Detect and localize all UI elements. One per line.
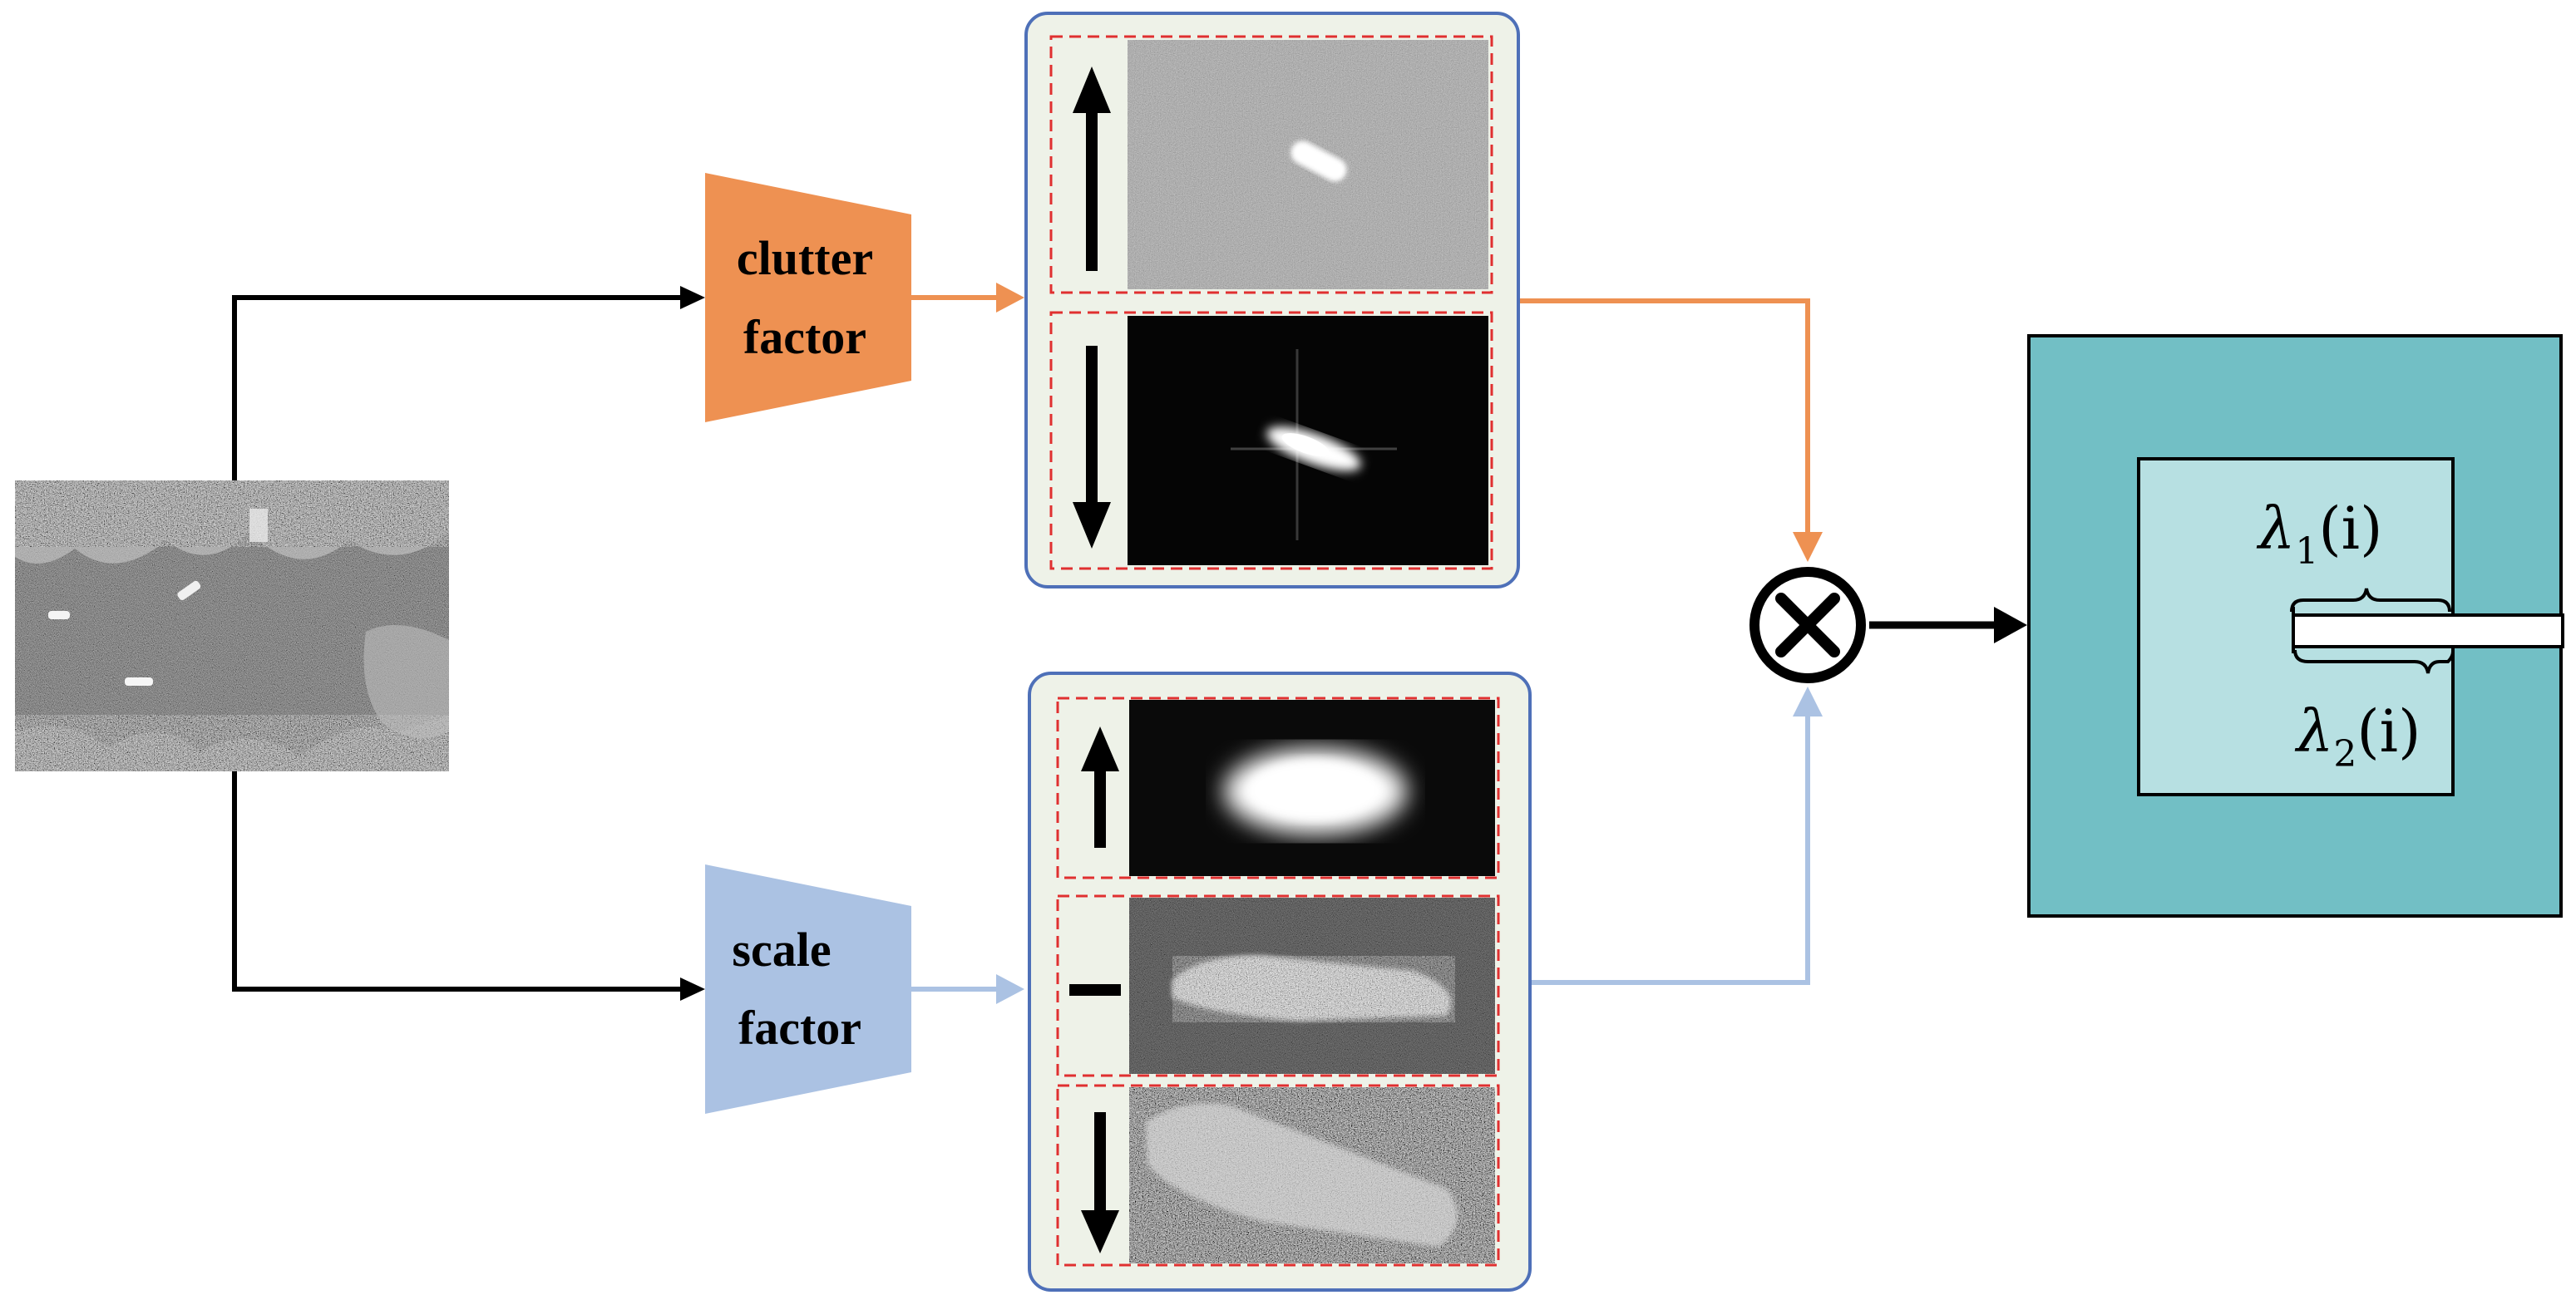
multiply-icon (1749, 567, 1866, 683)
clutter-panel (1024, 12, 1520, 588)
scale-row-up (1056, 697, 1500, 879)
arrow-up-icon (1081, 726, 1119, 848)
arrow-down-icon (1073, 346, 1111, 549)
scale-factor-label-line2: factor (738, 1001, 861, 1055)
lambda-1-label: λ1(i) (2256, 495, 2382, 573)
clutter-row-down (1049, 311, 1493, 570)
scale-factor-module: scale factor (705, 864, 911, 1114)
scale-panel (1028, 672, 1532, 1292)
connectors (232, 283, 2027, 1004)
arrow-down-icon (1081, 1112, 1119, 1253)
arrow-up-icon (1073, 66, 1111, 271)
clutter-factor-label-line2: factor (743, 310, 866, 364)
result-box: λ1(i) λ2(i) (2027, 334, 2564, 918)
sar-patch-ship (1129, 898, 1495, 1074)
clutter-factor-label-line1: clutter (737, 231, 873, 285)
clutter-factor-module: clutter factor (705, 173, 911, 422)
sar-patch-large (1129, 1087, 1495, 1263)
clutter-row-up (1049, 35, 1493, 294)
scale-factor-label-line1: scale (732, 923, 831, 977)
sar-input-image (15, 480, 449, 771)
sar-patch-blob (1129, 700, 1495, 876)
sar-patch-gray (1128, 40, 1488, 289)
dash-icon (1069, 984, 1121, 996)
lambda-2-label: λ2(i) (2294, 697, 2421, 776)
scale-row-down (1056, 1084, 1500, 1267)
sar-patch-dark (1128, 316, 1488, 565)
scale-row-flat (1056, 894, 1500, 1077)
